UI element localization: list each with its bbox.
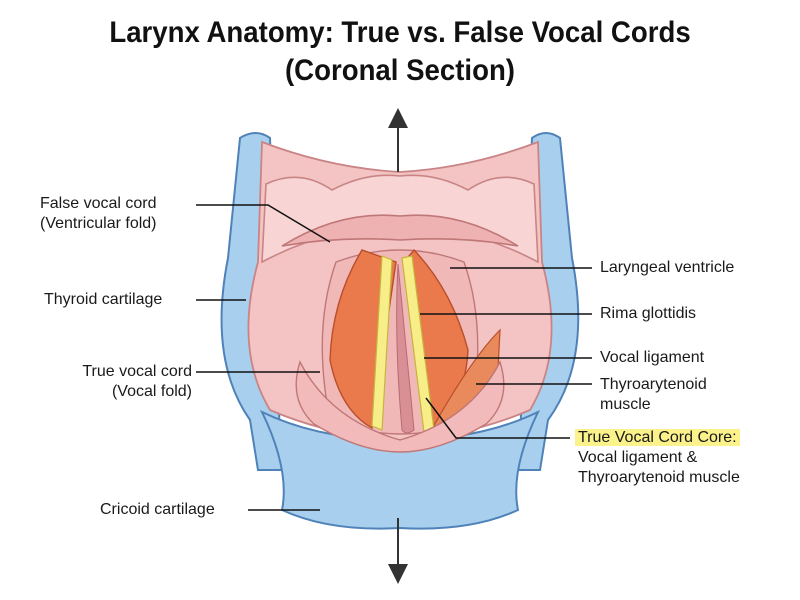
core-detail-line2: Thyroarytenoid muscle xyxy=(578,469,740,486)
label-false-vocal-cord: False vocal cord (Ventricular fold) xyxy=(40,194,157,234)
label-laryngeal-ventricle: Laryngeal ventricle xyxy=(600,259,735,276)
thyroid-cartilage-shape xyxy=(220,132,580,471)
label-true-vocal-cord-line2: (Vocal fold) xyxy=(111,383,192,400)
label-rima-glottidis: Rima glottidis xyxy=(600,305,697,322)
label-thyroarytenoid-muscle: Thyroarytenoid muscle xyxy=(600,375,707,415)
label-true-vocal-cord-core: True Vocal Cord Core: Vocal ligament & T… xyxy=(575,428,740,488)
core-detail-line1: Vocal ligament & xyxy=(578,449,698,466)
core-highlight-text: True Vocal Cord Core: xyxy=(575,429,740,446)
leader-core xyxy=(425,397,570,439)
label-false-vocal-cord-line1: False vocal cord xyxy=(40,195,157,212)
diagram-title: Larynx Anatomy: True vs. False Vocal Cor… xyxy=(32,14,768,90)
title-line-2: (Coronal Section) xyxy=(284,54,515,87)
label-thyroarytenoid-line1: Thyroarytenoid xyxy=(600,376,707,393)
label-thyroarytenoid-line2: muscle xyxy=(600,396,651,413)
label-thyroid-cartilage: Thyroid cartilage xyxy=(44,291,163,308)
rima-glottidis-shape xyxy=(396,263,415,434)
vocal-ligament-left xyxy=(371,255,393,431)
label-false-vocal-cord-line2: (Ventricular fold) xyxy=(40,215,157,232)
label-true-vocal-cord: True vocal cord (Vocal fold) xyxy=(56,362,192,402)
label-true-vocal-cord-line1: True vocal cord xyxy=(82,363,192,380)
title-line-1: Larynx Anatomy: True vs. False Vocal Cor… xyxy=(109,16,691,49)
label-vocal-ligament: Vocal ligament xyxy=(600,349,705,366)
leader-false-cord xyxy=(196,204,331,243)
label-cricoid-cartilage: Cricoid cartilage xyxy=(100,501,215,518)
false-vocal-cord-shape xyxy=(281,214,519,247)
true-vocal-cord-shape xyxy=(295,360,505,453)
